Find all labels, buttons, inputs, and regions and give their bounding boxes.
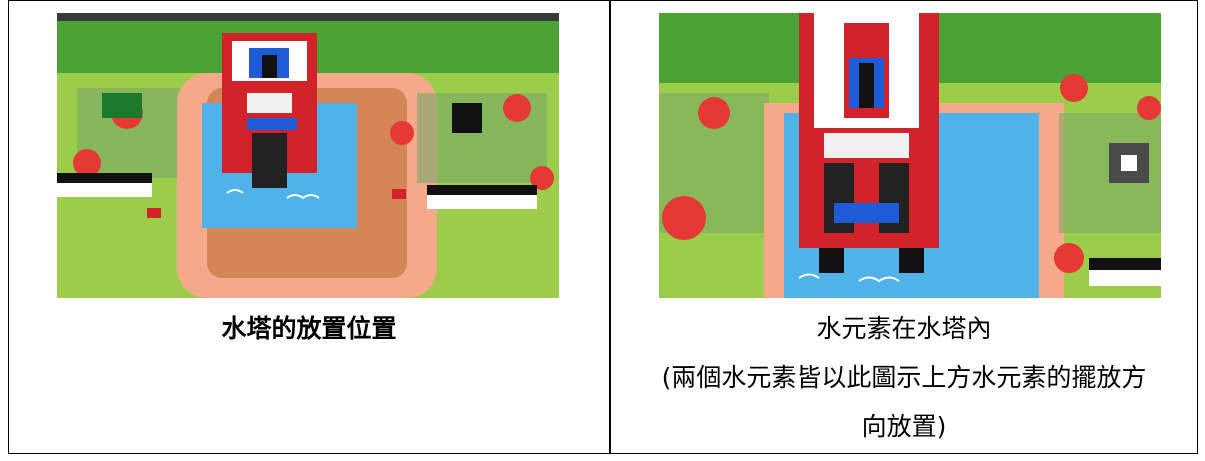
right-caption-line-1: 水元素在水塔內 [816, 314, 992, 343]
water-element-in-tower-photo [659, 13, 1161, 298]
right-caption-line-2: (兩個水元素皆以此圖示上方水元素的擺放方 [661, 363, 1147, 392]
table-divider [609, 0, 611, 454]
water-tower-placement-photo [57, 13, 559, 298]
document-table [8, 0, 1198, 454]
left-caption: 水塔的放置位置 [221, 314, 397, 343]
right-caption-line-3: 向放置) [861, 412, 947, 441]
